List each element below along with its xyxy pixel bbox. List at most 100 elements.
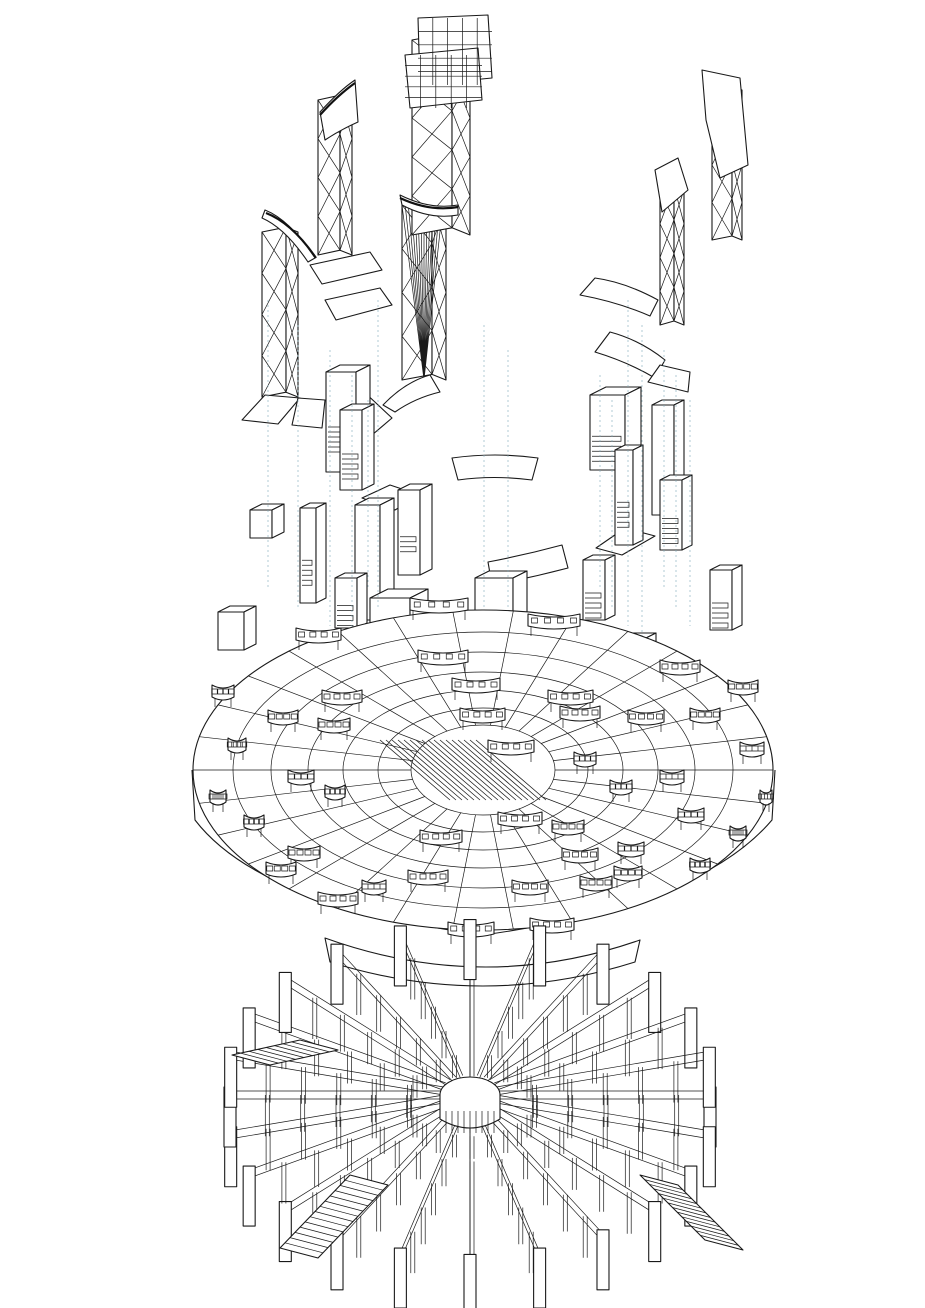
bench-backrest <box>497 811 543 828</box>
truss-tower <box>401 198 447 381</box>
canopy-panel <box>324 287 393 321</box>
wall-module <box>217 605 257 651</box>
module-slots <box>712 602 729 629</box>
bench-pattern <box>659 773 685 780</box>
bench-pattern <box>226 741 248 748</box>
wall-module <box>582 554 616 621</box>
bench <box>689 707 721 730</box>
bench-backrest <box>417 649 469 666</box>
truss-end-frame <box>702 1126 716 1188</box>
bench-pattern <box>454 681 498 688</box>
bench-pattern <box>462 711 503 718</box>
tower-cap <box>399 194 459 217</box>
bench <box>511 879 549 902</box>
truss-posts <box>516 1123 660 1256</box>
bench-legs <box>692 721 718 730</box>
bench-pattern <box>268 713 298 720</box>
bench-backrest <box>321 689 363 706</box>
truss-chord <box>285 1102 451 1206</box>
bench-legs <box>462 721 503 730</box>
projection-lines <box>267 300 691 644</box>
truss-end-frame <box>533 925 547 987</box>
truss-chord <box>400 1106 464 1253</box>
tower-cap <box>701 69 749 179</box>
bench-pattern <box>513 883 547 890</box>
bench-backrest <box>267 709 299 726</box>
stair-treads <box>240 1041 330 1064</box>
bench <box>226 737 248 760</box>
bench-pattern <box>318 721 350 728</box>
truss-posts <box>400 1134 457 1303</box>
bench-pattern <box>266 865 296 872</box>
bench <box>728 825 748 848</box>
tower-face <box>261 226 287 398</box>
truss-tower <box>317 94 353 256</box>
bench-backrest <box>451 677 501 694</box>
truss-chord <box>400 929 464 1076</box>
bench-legs <box>616 879 640 888</box>
bench-pattern <box>677 811 705 818</box>
module-front <box>397 489 421 576</box>
bench-backrest <box>419 829 463 846</box>
truss-end-frame <box>224 1046 238 1108</box>
module-slots <box>400 536 417 553</box>
canopy-panel <box>451 454 539 481</box>
bench-pattern <box>500 815 540 822</box>
radial-truss <box>494 1098 698 1227</box>
truss-end-frame <box>242 1165 256 1227</box>
bench-pattern <box>324 788 346 795</box>
bench-pattern <box>614 869 642 876</box>
truss-end-frame <box>684 1007 698 1069</box>
truss-posts <box>532 1095 715 1141</box>
truss-chord <box>483 1104 604 1235</box>
bench <box>287 769 315 792</box>
truss-end-frame <box>648 971 662 1034</box>
radial-truss <box>330 943 457 1086</box>
bench-pattern <box>420 653 466 660</box>
truss-end-frame <box>596 943 610 1005</box>
truss-end-frame <box>702 1046 716 1108</box>
seating-platform-layer <box>191 597 776 987</box>
tower-cap <box>404 47 483 109</box>
wall-module <box>614 444 644 546</box>
bench-pattern <box>409 873 447 880</box>
truss-end-frame <box>533 1247 547 1308</box>
radial-truss <box>463 1107 477 1308</box>
module-front <box>217 611 245 651</box>
tower-cap <box>261 209 316 263</box>
bench-legs <box>514 893 546 902</box>
bench-legs <box>364 893 384 902</box>
tower-cap <box>654 157 689 213</box>
platform-radial-joints <box>193 610 773 930</box>
truss-chord <box>494 1011 691 1084</box>
bench-pattern <box>421 833 461 840</box>
bench-legs <box>576 765 594 774</box>
stair-treads <box>644 1179 739 1246</box>
bench-legs <box>454 691 498 700</box>
bench <box>727 679 759 702</box>
bench-pattern <box>609 783 633 790</box>
bench <box>561 847 599 870</box>
radial-truss <box>393 1106 464 1308</box>
module-slots <box>342 453 359 480</box>
truss-end-frame <box>330 943 344 1005</box>
bench <box>527 613 581 636</box>
bench-legs <box>662 783 682 792</box>
bench-pattern <box>298 631 339 638</box>
module-front <box>299 507 317 604</box>
canopy-panel <box>579 277 659 317</box>
module-slots <box>585 592 602 619</box>
bench-legs <box>490 753 532 762</box>
cap-edge <box>319 82 356 116</box>
truss-end-frame <box>596 1229 610 1291</box>
wall-module <box>339 403 375 491</box>
module-front <box>249 509 273 539</box>
radial-truss <box>496 1094 716 1188</box>
bench-legs <box>214 698 232 707</box>
radial-truss <box>489 971 662 1090</box>
truss-end-frame <box>278 971 292 1034</box>
bench-legs <box>270 723 296 732</box>
module-front <box>339 409 363 491</box>
bench-legs <box>422 843 460 852</box>
wall-module <box>334 572 368 631</box>
